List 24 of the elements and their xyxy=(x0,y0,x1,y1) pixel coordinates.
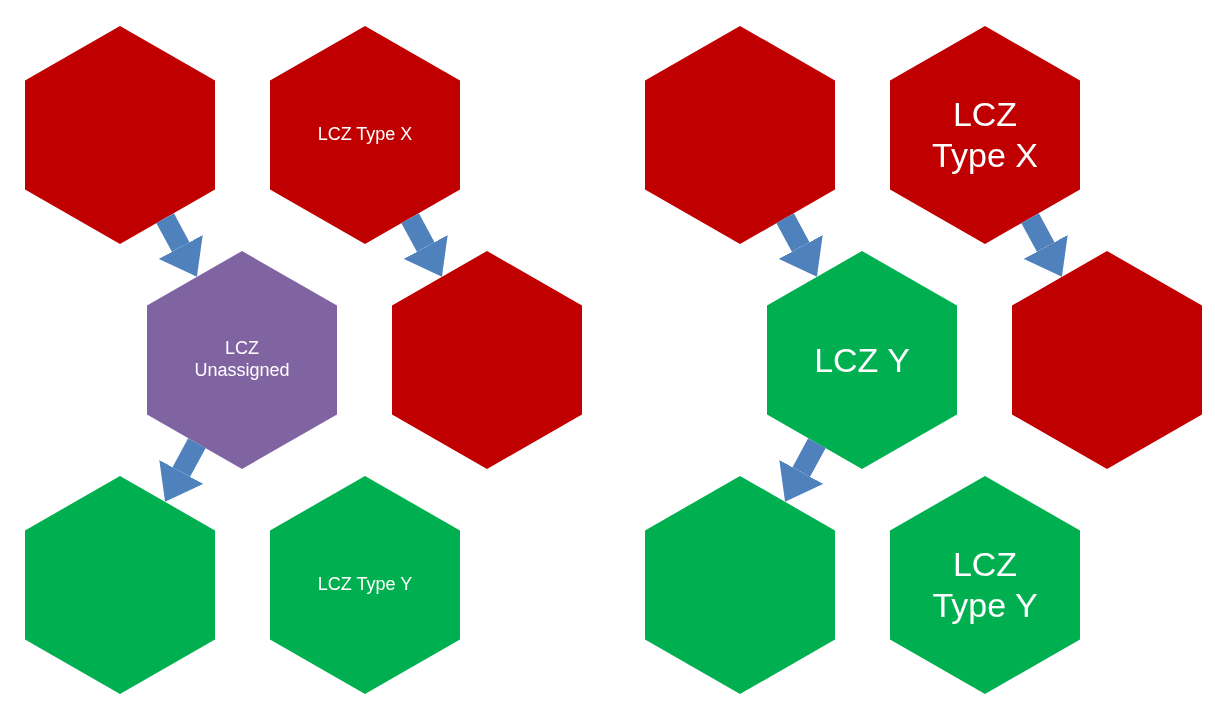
hexagon-tile xyxy=(270,476,460,694)
hexagon-tile xyxy=(645,26,835,244)
arrow xyxy=(1021,213,1068,277)
arrow xyxy=(776,213,823,277)
hexagon-tile xyxy=(645,476,835,694)
tile-label: LCZ Type Y xyxy=(931,544,1039,626)
hexagon-tile xyxy=(1012,251,1202,469)
arrow xyxy=(401,213,448,277)
hexagon-tile xyxy=(890,476,1080,694)
hexagon-tile xyxy=(767,251,957,469)
hexagon-tile xyxy=(25,26,215,244)
arrow xyxy=(156,213,203,277)
hexagon-tile xyxy=(890,26,1080,244)
tile-label: LCZ Type Y xyxy=(316,574,414,596)
hexagon-tile xyxy=(25,476,215,694)
tile-label: LCZ Type X xyxy=(931,94,1039,176)
arrow xyxy=(779,438,826,502)
hexagon-tile xyxy=(392,251,582,469)
tile-label: LCZ Y xyxy=(813,339,911,381)
tile-label: LCZ Unassigned xyxy=(193,338,291,382)
tile-label: LCZ Type X xyxy=(316,124,414,146)
hexagon-tile xyxy=(147,251,337,469)
arrow xyxy=(159,438,206,502)
hexagon-tile xyxy=(270,26,460,244)
